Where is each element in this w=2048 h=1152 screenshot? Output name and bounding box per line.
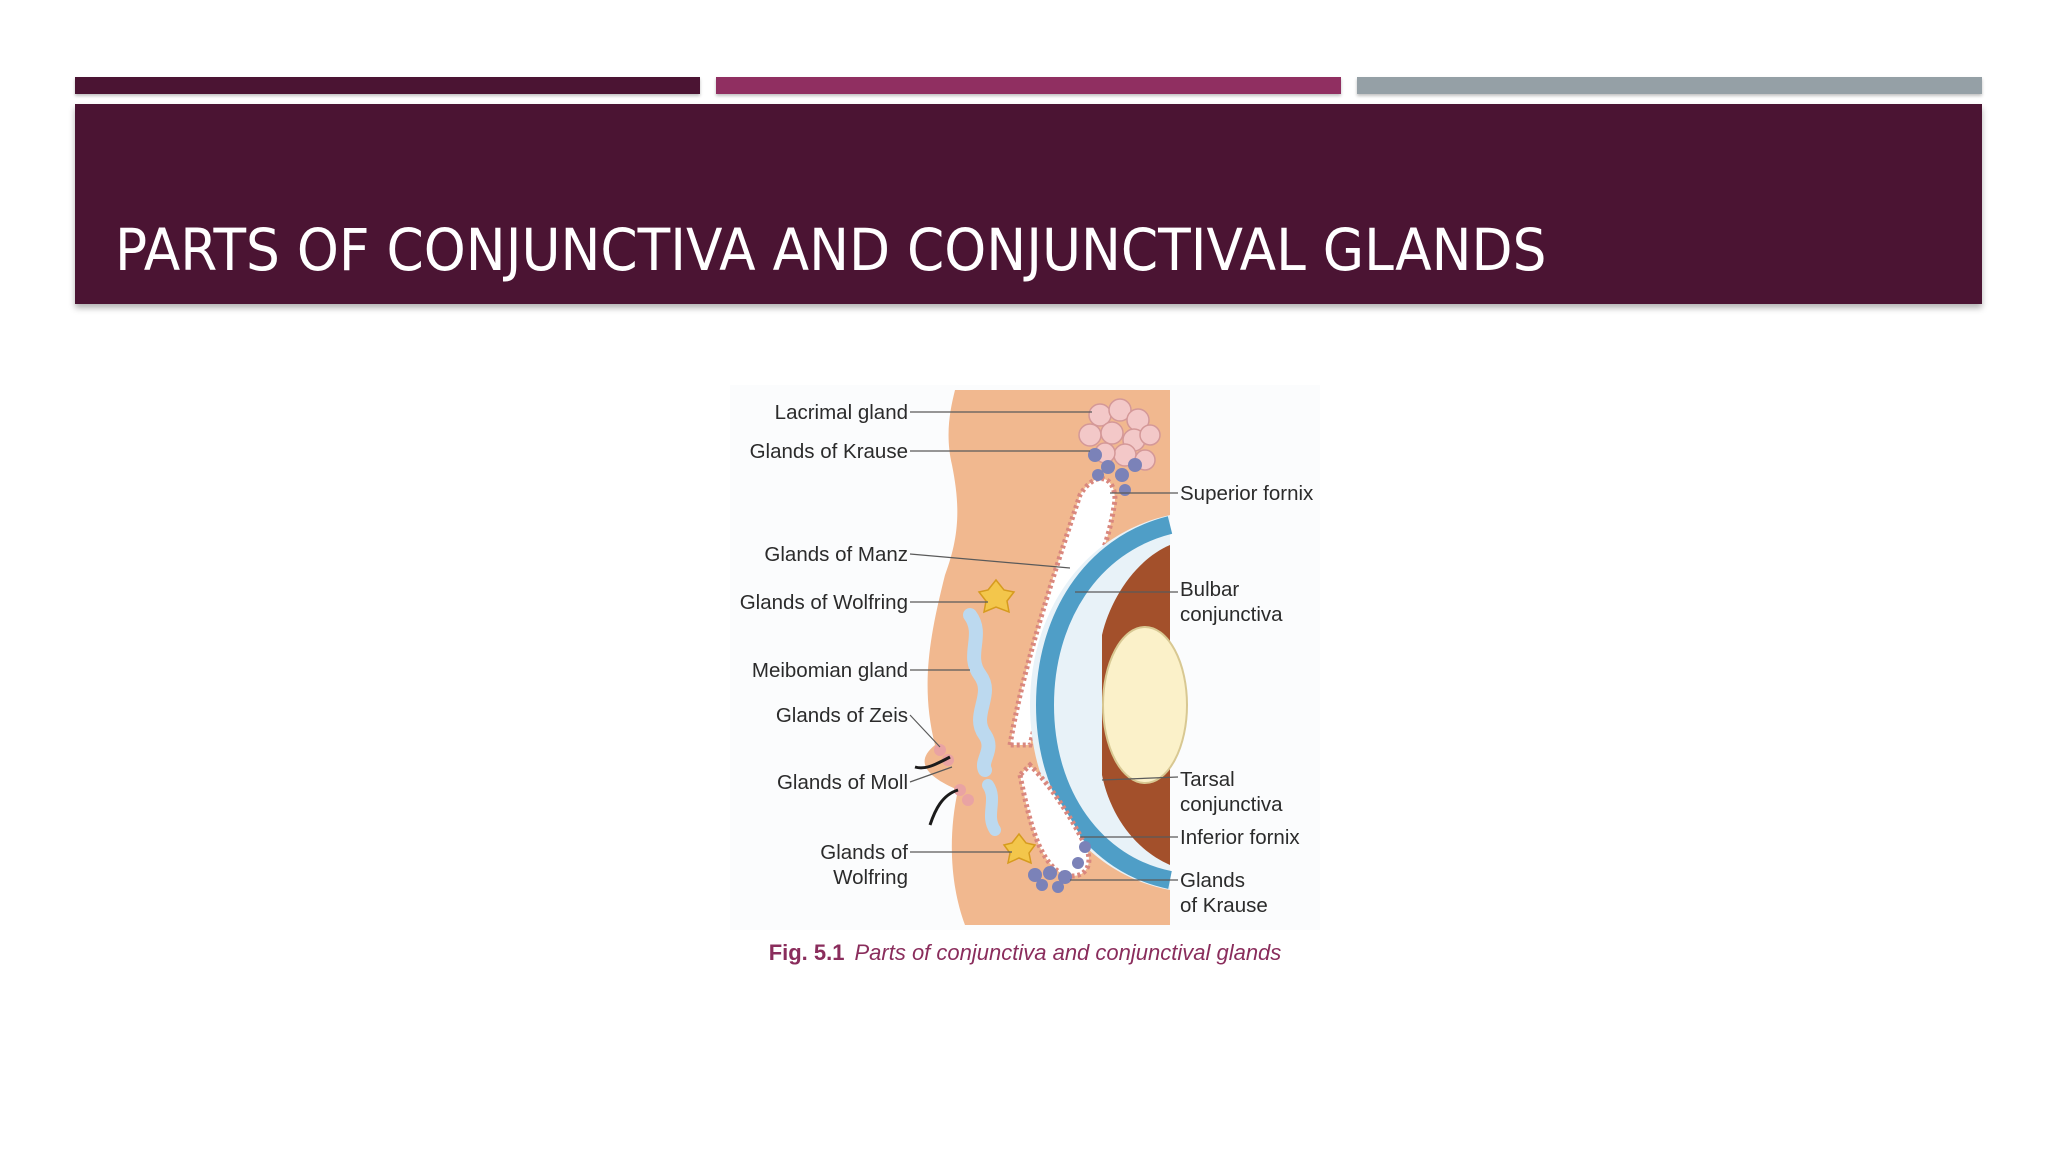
label-glands-of-wolfring-lower-line1: Glands of (820, 841, 908, 864)
slide-title: PARTS OF CONJUNCTIVA AND CONJUNCTIVAL GL… (115, 216, 1547, 284)
accent-bar-2 (716, 77, 1341, 94)
label-glands-of-manz: Glands of Manz (764, 543, 908, 566)
leader-lines-right (1070, 492, 1179, 881)
label-bulbar-conjunctiva-line2: conjunctiva (1180, 603, 1283, 626)
label-tarsal-conjunctiva-line2: conjunctiva (1180, 793, 1283, 816)
figure-caption-text: Parts of conjunctiva and conjunctival gl… (854, 940, 1282, 965)
accent-bar-3 (1357, 77, 1982, 94)
lens (1102, 626, 1188, 784)
cornea (1035, 516, 1173, 889)
meibomian-gland-lower (982, 779, 1001, 836)
label-glands-of-wolfring-lower-line2: Wolfring (833, 866, 908, 889)
lower-eyelash (928, 788, 959, 826)
label-superior-fornix: Superior fornix (1180, 482, 1314, 505)
figure-caption: Fig. 5.1 Parts of conjunctiva and conjunc… (730, 940, 1320, 966)
gland-of-wolfring-upper (977, 578, 1016, 614)
figure-caption-number: Fig. 5.1 (768, 940, 845, 965)
lacrimal-gland (1078, 398, 1161, 471)
gland-of-wolfring-lower (1002, 832, 1037, 865)
conjunctiva-figure: Lacrimal gland Glands of Krause Glands o… (730, 385, 1320, 965)
label-glands-of-wolfring-upper: Glands of Wolfring (739, 591, 908, 614)
label-glands-of-zeis: Glands of Zeis (775, 704, 908, 727)
upper-eyelash (914, 755, 951, 770)
label-inferior-fornix: Inferior fornix (1180, 826, 1300, 849)
inferior-fornix-sac (1017, 761, 1092, 879)
eye-cross-section-diagram (730, 385, 1320, 930)
title-bar: PARTS OF CONJUNCTIVA AND CONJUNCTIVAL GL… (75, 104, 1982, 304)
accent-bar-1 (75, 77, 700, 94)
label-meibomian-gland: Meibomian gland (751, 659, 908, 682)
glands-of-zeis-moll (934, 744, 974, 806)
leader-lines-left (909, 411, 1092, 853)
label-glands-of-moll: Glands of Moll (776, 771, 908, 794)
label-glands-of-krause-lower-line1: Glands (1180, 869, 1245, 892)
glands-of-krause-lower-cluster (1028, 841, 1091, 893)
label-glands-of-krause-lower-line2: of Krause (1180, 894, 1268, 917)
meibomian-gland-upper (963, 608, 996, 777)
label-tarsal-conjunctiva-line1: Tarsal (1180, 768, 1235, 791)
label-bulbar-conjunctiva-line1: Bulbar (1180, 578, 1240, 601)
label-glands-of-krause-upper: Glands of Krause (749, 440, 908, 463)
label-lacrimal-gland: Lacrimal gland (774, 401, 908, 424)
